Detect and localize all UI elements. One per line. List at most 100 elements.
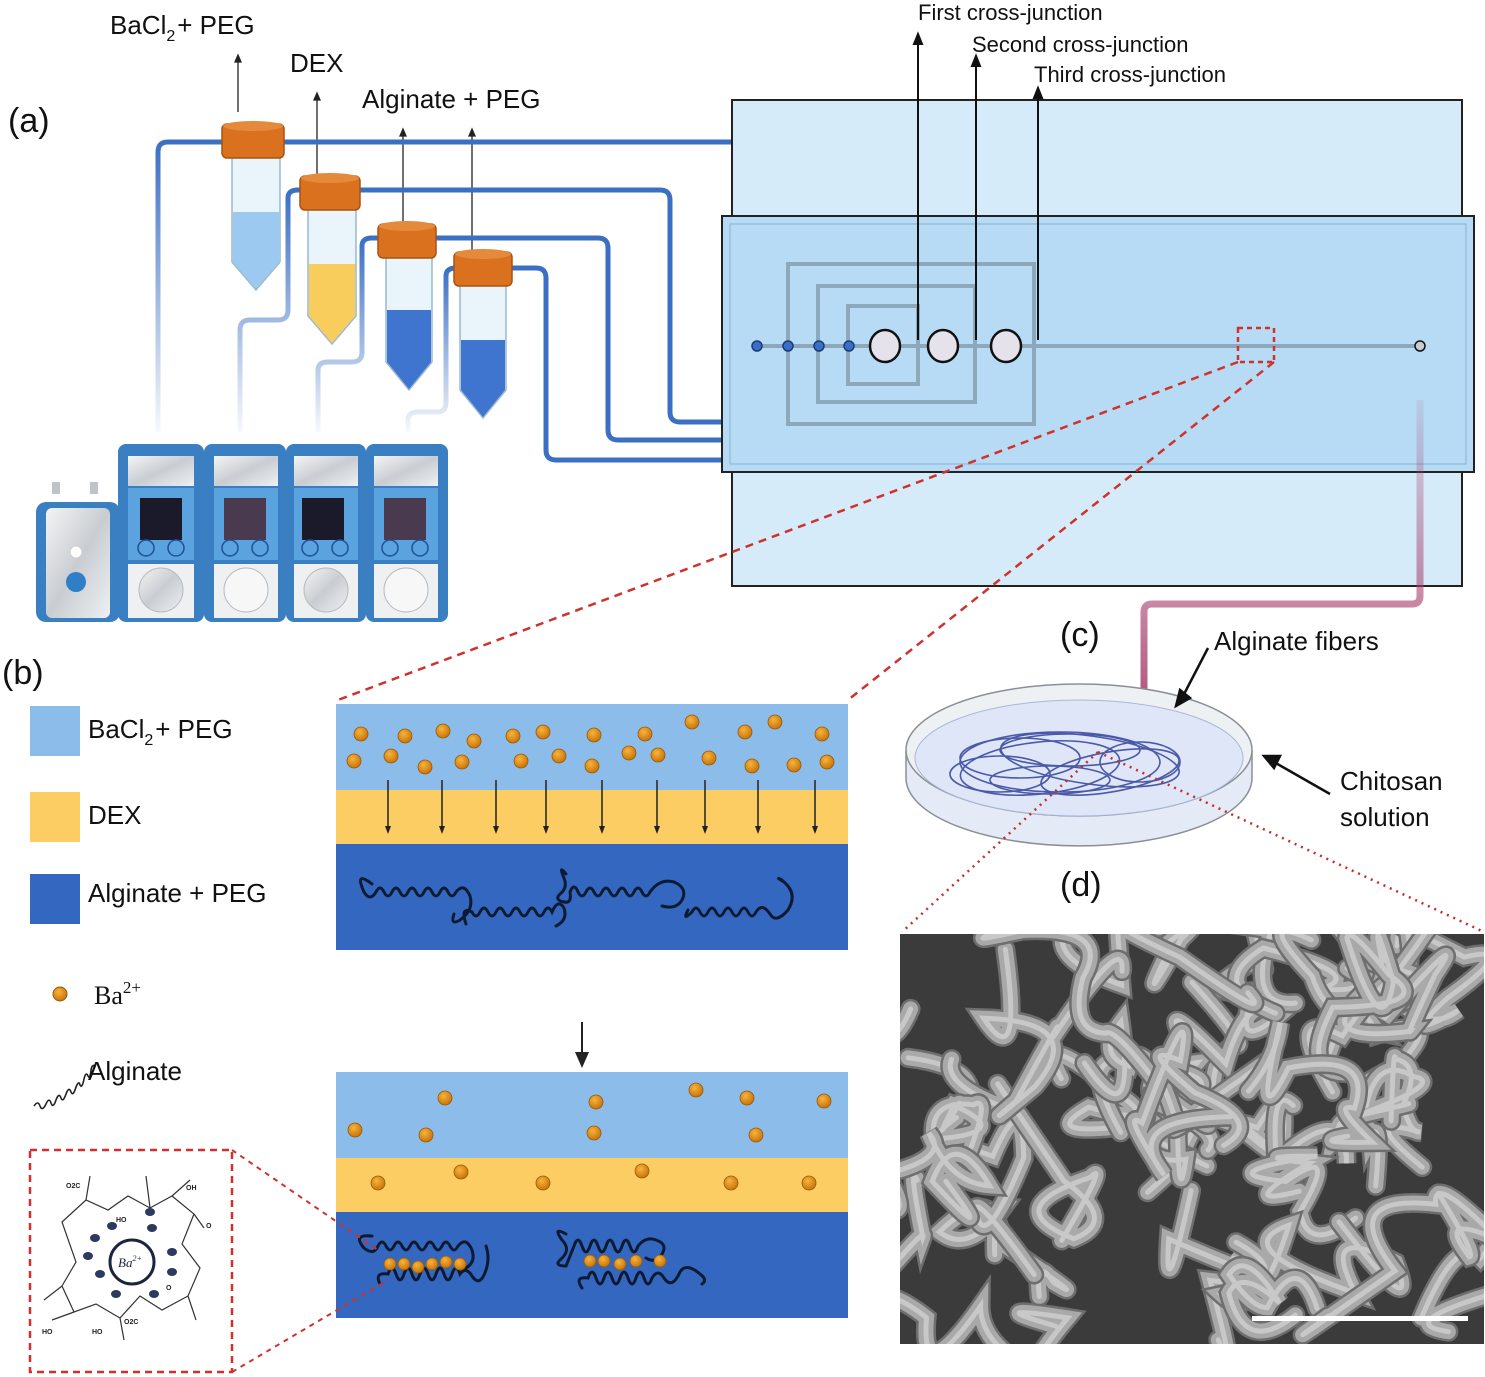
ba-ion xyxy=(767,714,783,730)
pump-supply-tubing xyxy=(155,139,463,433)
ba-ion xyxy=(737,724,753,740)
legend-label-ba-ion: Ba2+ xyxy=(94,978,141,1010)
chelation-inset: Ba2+ O2C OH HO O HO HO O2C O xyxy=(28,1148,389,1374)
ba-ion xyxy=(383,1257,397,1271)
scale-bar xyxy=(1252,1316,1468,1321)
diffusion-schematic-before xyxy=(336,704,848,950)
ba-ion xyxy=(584,758,600,774)
pump-base-unit xyxy=(36,482,120,622)
arrow-head-icon xyxy=(599,826,605,834)
petri-dish xyxy=(905,683,1253,847)
ba-ions-bottom xyxy=(347,1082,832,1191)
ba-ions-bound xyxy=(383,1254,667,1274)
diffusion-schematic-after xyxy=(336,1072,848,1318)
ba-ion xyxy=(650,747,666,763)
ba-ion xyxy=(454,754,470,770)
ba-ion xyxy=(586,727,602,743)
outlet-tubing xyxy=(1140,400,1424,744)
ba-ion xyxy=(814,726,830,742)
ba-ion xyxy=(786,757,802,773)
ba-ion xyxy=(466,733,482,749)
legend-label-dex: DEX xyxy=(88,800,141,830)
ba-ion xyxy=(397,1257,411,1271)
ba-ion xyxy=(551,748,567,764)
pump-module-3 xyxy=(286,444,366,622)
junction-label-first: First cross-junction xyxy=(918,0,1103,25)
arrow-head-icon xyxy=(385,826,391,834)
ba-ion xyxy=(588,1094,604,1110)
ba-ions-top xyxy=(346,714,835,775)
ba-ion xyxy=(586,1125,602,1141)
pump-module-4 xyxy=(366,444,448,622)
ba-ion xyxy=(347,1122,363,1138)
solution-label-arrow xyxy=(1261,754,1331,796)
arrow-head-icon xyxy=(702,826,708,834)
ba-ion xyxy=(744,758,760,774)
ba-ion xyxy=(453,1257,467,1271)
ba-ion xyxy=(425,1257,439,1271)
sem-fiber-highlight xyxy=(900,1131,995,1221)
junction-label-third: Third cross-junction xyxy=(1034,62,1226,87)
arrow-head-icon xyxy=(654,826,660,834)
fiber-label-arrow xyxy=(1174,647,1210,709)
alginate-fiber-coil xyxy=(949,731,1181,796)
junction-label-second: Second cross-junction xyxy=(972,32,1188,57)
legend-label-alginate: Alginate xyxy=(88,1056,182,1086)
process-arrow xyxy=(575,1022,589,1068)
panel-label-a: (a) xyxy=(8,102,50,140)
ba-ion xyxy=(513,753,529,769)
pressure-pump-controller xyxy=(36,444,448,622)
inset-group-label: HO xyxy=(42,1329,53,1336)
alginate-chain-icon xyxy=(33,1064,96,1110)
chip-outlet-port xyxy=(1414,340,1426,352)
layer-bacl2-peg-after xyxy=(336,1072,848,1158)
panel-label-b: (b) xyxy=(2,654,44,692)
chip-inlet-ports xyxy=(751,340,855,352)
ba-ion xyxy=(816,1093,832,1109)
sem-fiber-highlight xyxy=(1316,934,1407,1076)
panel-label-c: (c) xyxy=(1060,616,1100,654)
inset-group-label: O2C xyxy=(66,1183,80,1190)
ba-ion-icon xyxy=(52,986,68,1002)
power-button-icon xyxy=(66,572,86,592)
sem-fiber-highlight xyxy=(1246,1022,1379,1145)
ba-ion xyxy=(346,753,362,769)
diffusion-arrows xyxy=(385,780,818,834)
ba-ion xyxy=(739,1090,755,1106)
ba-ion xyxy=(418,1127,434,1143)
inset-ba-ion-label: Ba2+ xyxy=(118,1254,142,1270)
callout-lines-c-to-d xyxy=(901,750,1485,934)
reservoir-tube-dex xyxy=(299,173,361,346)
ba-ion xyxy=(688,1082,704,1098)
inset-group-label: OH xyxy=(186,1185,197,1192)
reservoir-label-dex: DEX xyxy=(290,48,343,78)
ba-ion xyxy=(439,1255,453,1269)
ba-ion xyxy=(748,1127,764,1143)
sem-fiber-highlight xyxy=(1226,1263,1320,1334)
ba-ion xyxy=(370,1175,386,1191)
ba-ion xyxy=(417,759,433,775)
ba-ion xyxy=(397,728,413,744)
inset-group-label: HO xyxy=(116,1217,127,1224)
svg-text:BaCl2+ PEG: BaCl2+ PEG xyxy=(110,10,255,45)
legend-swatch-bacl2-peg xyxy=(30,706,80,756)
sem-fiber-highlight xyxy=(900,1173,1000,1344)
ba-ion xyxy=(597,1254,611,1268)
layer-dex xyxy=(336,790,848,844)
reservoir-tube-alginate-peg-2 xyxy=(453,249,513,420)
callout-lines-a-to-b xyxy=(337,360,1275,702)
inset-group-label: HO xyxy=(92,1329,103,1336)
reservoir-label-bacl2-peg: BaCl2+ PEG xyxy=(110,10,255,45)
solution-label-line1: Chitosan xyxy=(1340,766,1443,796)
ba-ion-center xyxy=(108,1238,156,1286)
sem-fiber-network xyxy=(900,934,1484,1344)
ba-ion xyxy=(819,754,835,770)
ba-ion xyxy=(637,726,653,742)
oxygen-sites xyxy=(83,1208,177,1298)
ba-ion xyxy=(353,726,369,742)
layer-alginate-peg xyxy=(336,844,848,950)
pump-module-2 xyxy=(204,444,286,622)
sem-fiber-highlight xyxy=(1132,1029,1242,1177)
sem-fiber-highlight xyxy=(1356,1054,1426,1124)
